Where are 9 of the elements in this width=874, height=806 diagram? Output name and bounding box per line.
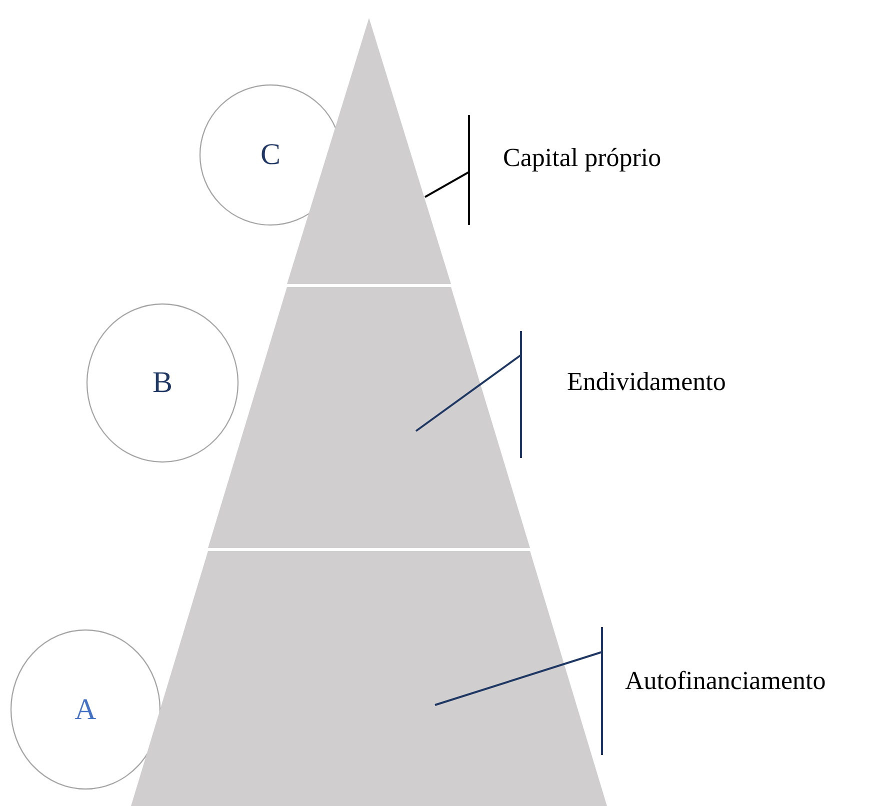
leader-line [424,114,470,226]
leader-line [415,330,522,459]
circle-letter: C [259,140,282,170]
circle-letter: A [74,694,98,724]
callout-label: Capital próprio [503,142,662,174]
circle-letter: B [151,368,174,398]
callout-label: Endividamento [567,366,726,398]
leader-line [434,626,603,756]
callout-label: Autofinanciamento [625,665,826,696]
